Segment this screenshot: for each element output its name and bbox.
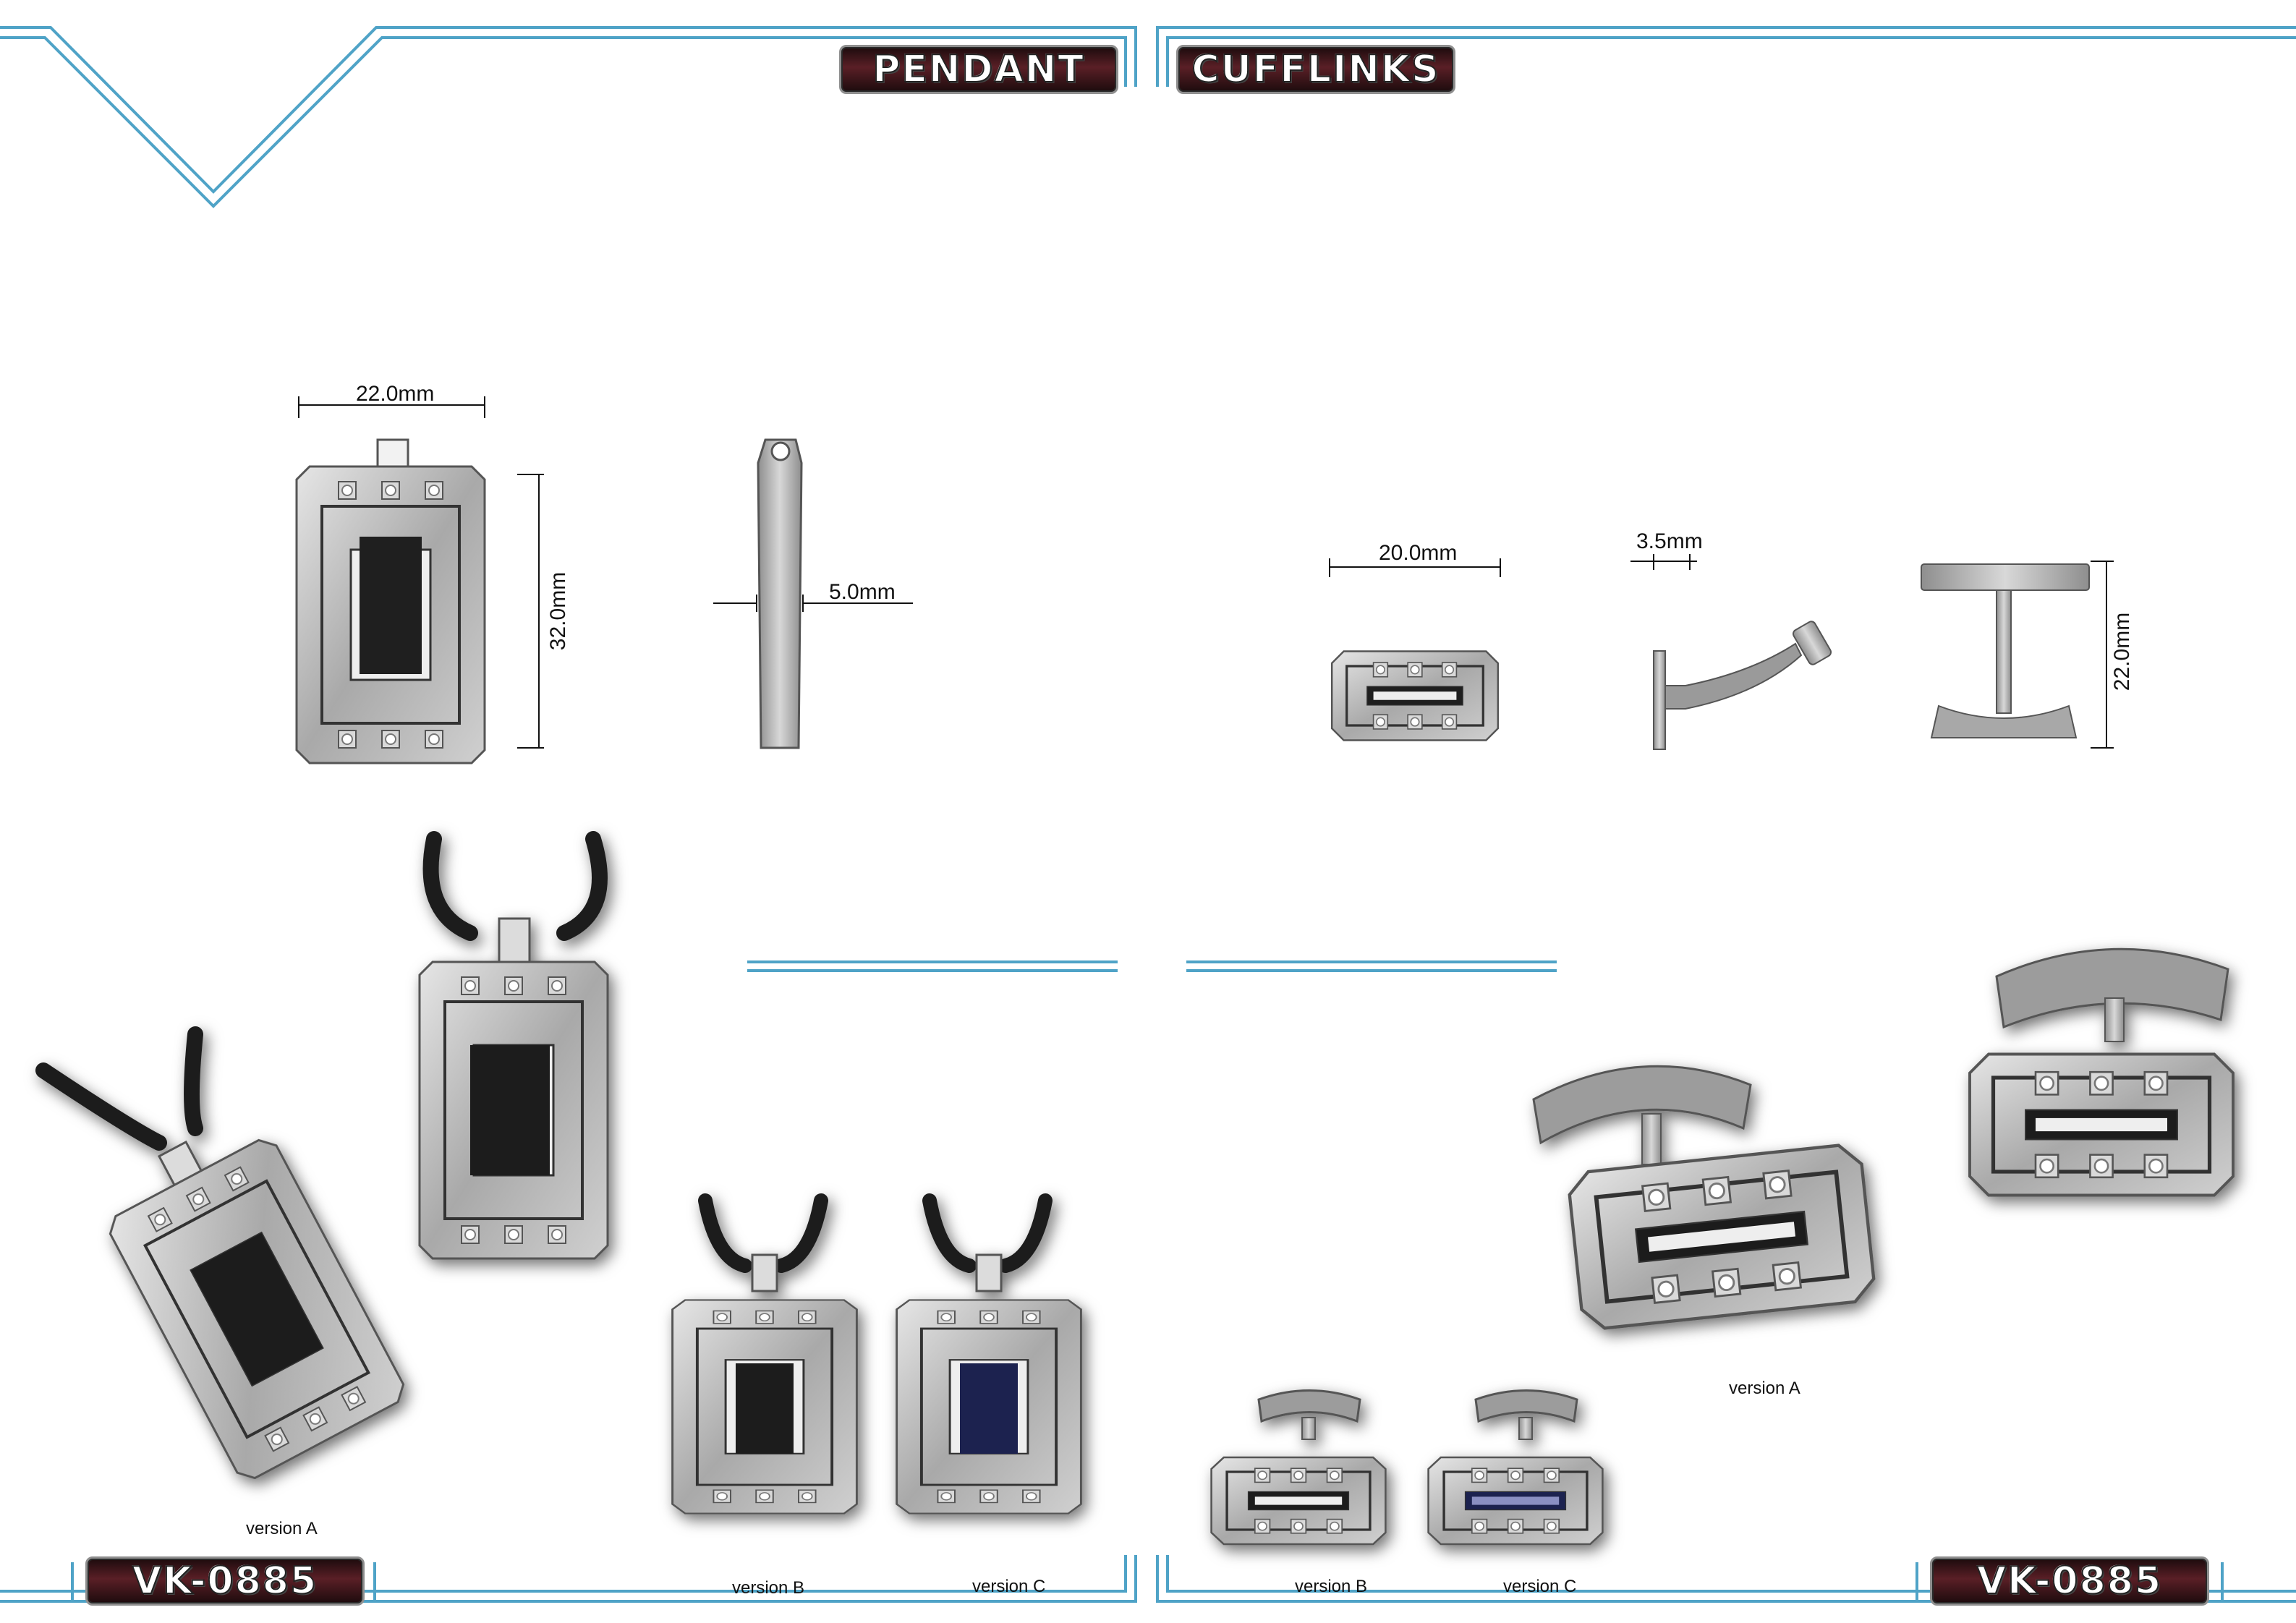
cufflink-height-dimension: [2091, 561, 2114, 749]
cufflink-side-view: [1653, 621, 1832, 750]
pendant-front-view: [297, 438, 485, 763]
cufflink-version-c-caption: version C: [1503, 1577, 1577, 1596]
pendant-render-b: [673, 1193, 857, 1514]
cufflink-height-label: 22.0mm: [2110, 612, 2135, 691]
pendant-version-b-caption: version B: [732, 1578, 805, 1598]
product-code-left: VK-0885: [85, 1556, 365, 1606]
pendant-width-label: 22.0mm: [356, 382, 435, 406]
cufflink-depth-dimension: [1630, 554, 1697, 570]
cufflink-width-label: 20.0mm: [1379, 541, 1458, 565]
cufflink-render-a-back: [1970, 947, 2233, 1195]
cufflink-render-a-front: [1532, 1065, 1876, 1330]
pendant-thickness-dimension: [713, 595, 913, 612]
pendant-title-plate: PENDANT: [839, 45, 1118, 94]
pendant-version-c-caption: version C: [972, 1577, 1046, 1596]
pendant-render-a-tilted: [35, 1026, 409, 1484]
pendant-height-dimension: [517, 474, 544, 749]
pendant-height-label: 32.0mm: [546, 571, 571, 651]
cufflink-version-b-caption: version B: [1295, 1577, 1368, 1596]
cufflink-depth-label: 3.5mm: [1636, 529, 1703, 553]
pendant-side-view: [757, 438, 803, 749]
pendant-render-c: [897, 1193, 1081, 1514]
cufflink-width-dimension: [1329, 558, 1501, 577]
pendant-width-dimension: [298, 396, 485, 418]
pendant-render-a-front: [420, 831, 608, 1258]
pendant-thickness-label: 5.0mm: [829, 580, 896, 604]
cufflink-render-b: [1212, 1389, 1386, 1545]
product-code-right: VK-0885: [1930, 1556, 2209, 1606]
cufflink-top-view: [1921, 563, 2090, 738]
pendant-version-a-caption: version A: [246, 1519, 318, 1538]
cufflink-render-c: [1429, 1389, 1603, 1545]
cufflinks-title-plate: CUFFLINKS: [1176, 45, 1455, 94]
cufflink-front-view: [1332, 652, 1498, 741]
cufflink-version-a-caption: version A: [1729, 1379, 1800, 1398]
